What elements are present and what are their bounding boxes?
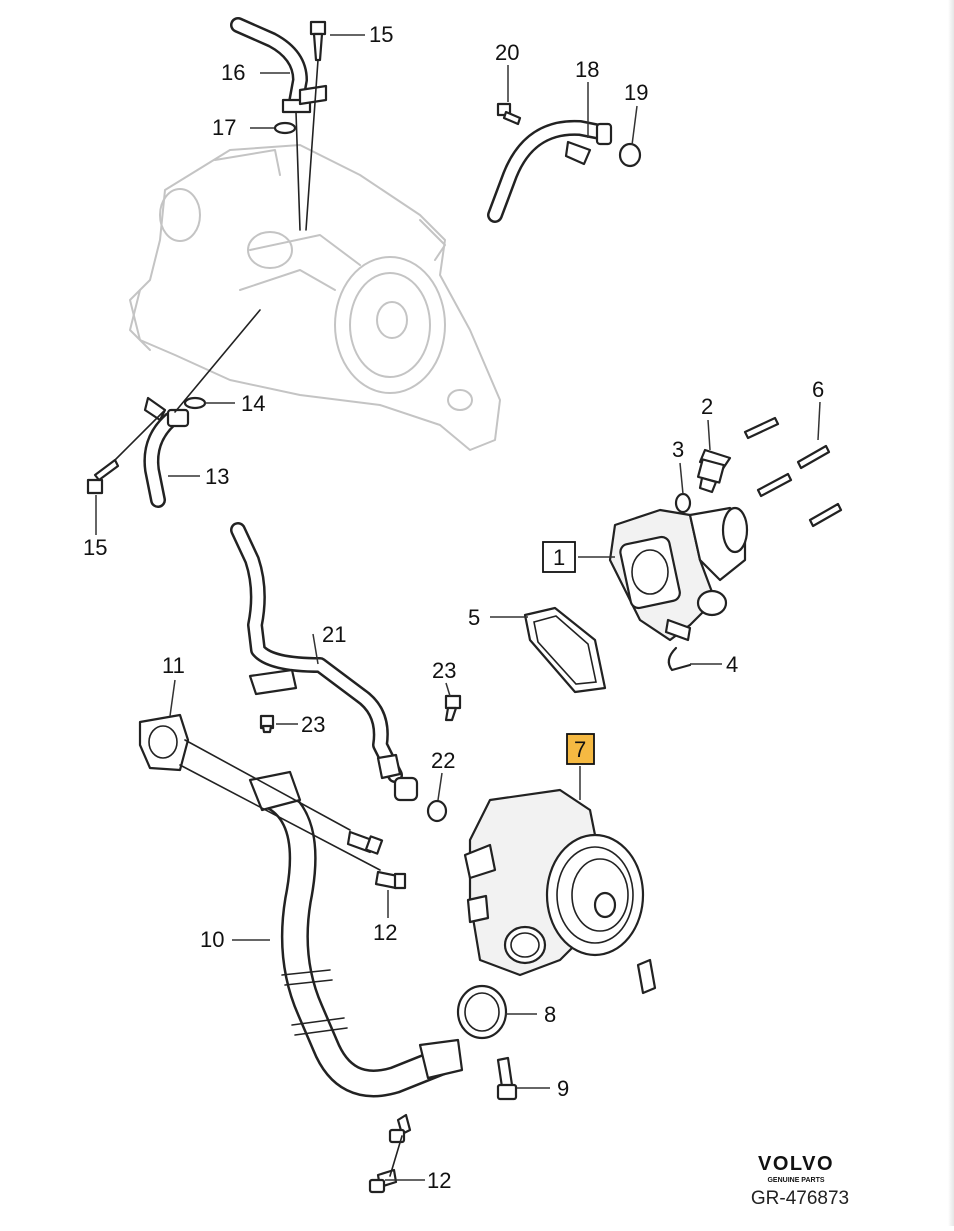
volvo-logo: VOLVO (758, 1153, 834, 1175)
part-20-bolt (496, 102, 522, 126)
part-13-pipe (143, 309, 261, 508)
leader-lines (95, 34, 821, 1181)
label-15-bottom: 15 (83, 535, 107, 560)
label-19: 19 (624, 80, 648, 105)
label-13: 13 (205, 464, 229, 489)
part-16-pipe (230, 17, 328, 231)
label-5: 5 (468, 605, 480, 630)
genuine-parts-tagline: GENUINE PARTS (767, 1177, 824, 1184)
label-4: 4 (726, 652, 738, 677)
label-9: 9 (557, 1076, 569, 1101)
part-8-seal (456, 984, 508, 1040)
label-16: 16 (221, 60, 245, 85)
part-17-oring (273, 121, 297, 135)
label-11: 11 (162, 653, 185, 678)
label-3: 3 (672, 437, 684, 462)
label-8: 8 (544, 1002, 556, 1027)
part-5-gasket (523, 606, 607, 694)
part-15-bolt-top (305, 20, 327, 231)
label-23-left: 23 (301, 712, 325, 737)
label-7-box (566, 733, 595, 765)
part-7-water-pump (463, 788, 657, 995)
label-1-box (542, 541, 576, 573)
part-21-pipe (230, 522, 419, 802)
label-21: 21 (322, 622, 346, 647)
brand-block: VOLVO GENUINE PARTS GR-476873 (751, 1153, 849, 1209)
label-22: 22 (431, 748, 455, 773)
callout-labels: 15 16 17 20 18 19 14 13 15 2 6 3 1 5 4 2… (83, 22, 824, 1193)
part-23-bolts (259, 694, 462, 734)
part-18-pipe (487, 119, 613, 223)
part-1-thermostat-housing (608, 506, 749, 642)
part-14-oring (183, 396, 207, 410)
part-12-bolts (346, 830, 412, 1194)
label-1: 1 (553, 545, 565, 570)
label-14: 14 (241, 391, 265, 416)
label-7: 7 (574, 737, 586, 762)
part-15-bolt-bottom (86, 409, 166, 495)
diagram-reference: GR-476873 (751, 1188, 849, 1209)
part-22-oring (426, 799, 448, 823)
label-20: 20 (495, 40, 519, 65)
label-6: 6 (812, 377, 824, 402)
turbocharger-ghost (129, 144, 501, 451)
label-12-bottom: 12 (427, 1168, 451, 1193)
part-11-gasket (138, 713, 381, 871)
label-23-right: 23 (432, 658, 456, 683)
part-2-sensor (696, 448, 732, 494)
part-19-oring (618, 142, 642, 168)
page-edge (948, 0, 954, 1226)
label-17: 17 (212, 115, 236, 140)
label-15-top: 15 (369, 22, 393, 47)
part-4-clip (667, 646, 692, 672)
part-3-oring (674, 492, 692, 514)
label-18: 18 (575, 57, 599, 82)
part-6-bolts (743, 416, 843, 528)
label-10: 10 (200, 927, 224, 952)
label-12-mid: 12 (373, 920, 397, 945)
label-2: 2 (701, 394, 713, 419)
part-9-bolt (496, 1056, 518, 1101)
